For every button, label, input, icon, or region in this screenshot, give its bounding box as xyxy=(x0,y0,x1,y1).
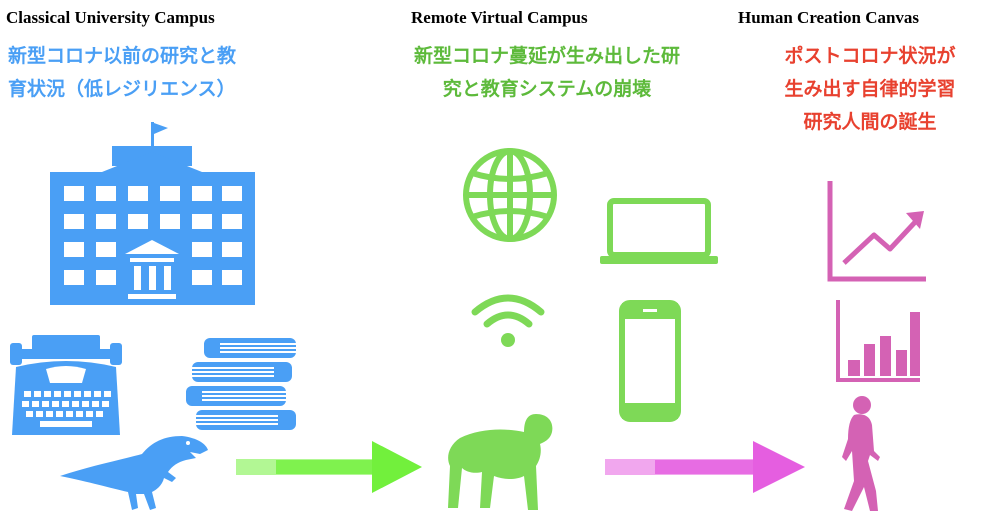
smartphone-icon xyxy=(619,300,681,422)
arrow-right-magenta-icon xyxy=(605,437,805,497)
subtitle-classical-line-2: 育状況（低レジリエンス） xyxy=(8,78,236,100)
subtitle-remote: 新型コロナ蔓延が生み出した研 究と教育システムの崩壊 xyxy=(372,40,722,106)
subtitle-creation-line-1: ポストコロナ状況が xyxy=(784,45,956,67)
university-building-icon xyxy=(50,122,255,305)
line-chart-growth-icon xyxy=(826,181,926,283)
ape-icon xyxy=(444,410,556,514)
laptop-icon xyxy=(600,198,718,264)
title-creation-canvas: Human Creation Canvas xyxy=(738,8,920,27)
subtitle-creation-line-2: 生み出す自律的学習 xyxy=(784,78,956,100)
title-classical-campus: Classical University Campus xyxy=(6,8,215,27)
subtitle-classical-line-1: 新型コロナ以前の研究と教 xyxy=(8,45,237,67)
books-stack-icon xyxy=(186,338,296,430)
bar-chart-icon xyxy=(836,300,920,382)
typewriter-icon xyxy=(10,335,122,435)
walking-human-icon xyxy=(836,395,888,513)
subtitle-remote-line-1: 新型コロナ蔓延が生み出した研 xyxy=(413,45,680,67)
subtitle-classical: 新型コロナ以前の研究と教 育状況（低レジリエンス） xyxy=(8,40,236,106)
subtitle-remote-line-2: 究と教育システムの崩壊 xyxy=(442,78,652,100)
wifi-icon xyxy=(470,292,546,350)
globe-icon xyxy=(462,147,558,243)
title-remote-campus: Remote Virtual Campus xyxy=(411,8,588,27)
subtitle-creation-line-3: 研究人間の誕生 xyxy=(803,111,937,133)
subtitle-creation: ポストコロナ状況が 生み出す自律的学習 研究人間の誕生 xyxy=(745,40,995,139)
dinosaur-icon xyxy=(60,432,210,512)
arrow-right-green-icon xyxy=(236,437,422,497)
